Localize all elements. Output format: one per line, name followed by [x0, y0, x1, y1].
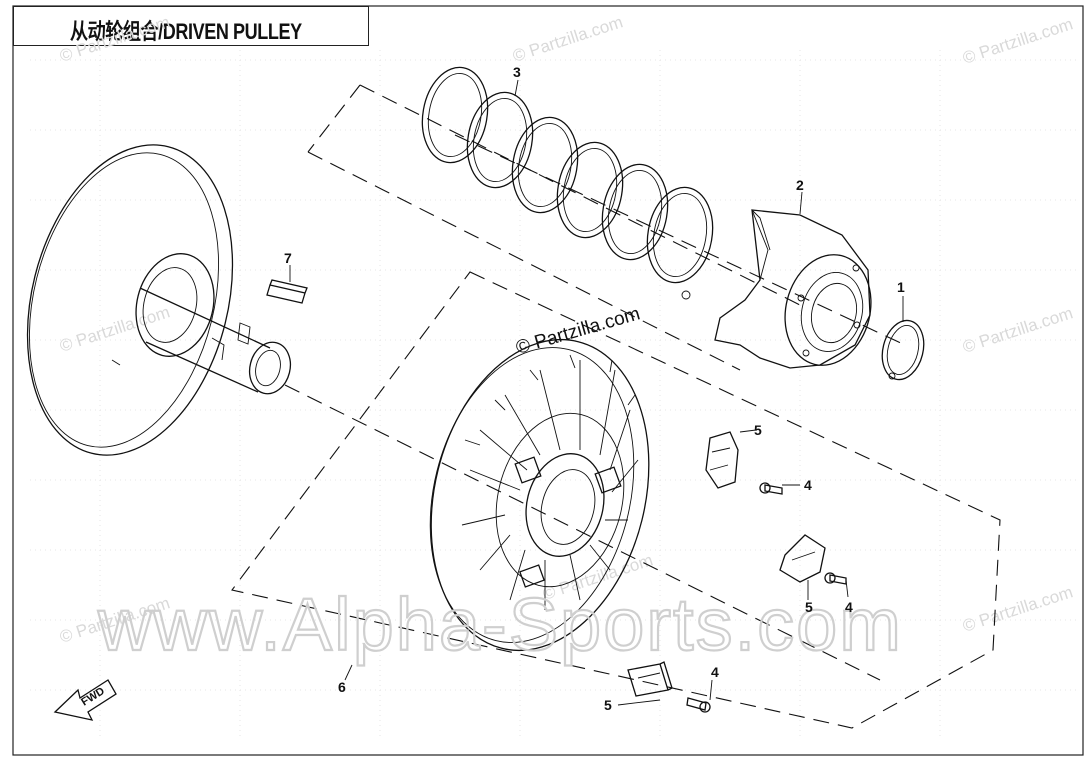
- callout-2: 2: [796, 177, 804, 193]
- screw-part-4-lower: [686, 697, 711, 713]
- callout-4-middle: 4: [845, 599, 853, 615]
- watermark-small-5: © Partzilla.com: [960, 303, 1075, 356]
- fwd-label: FWD: [79, 685, 107, 708]
- spring-part-3: [421, 66, 714, 300]
- movable-sheave-part-6: [429, 338, 650, 652]
- callout-5-lower: 5: [604, 697, 612, 713]
- assembly-outline-6: [231, 271, 1001, 729]
- screw-part-4-upper: [759, 482, 783, 495]
- slider-part-5-middle: [779, 534, 826, 583]
- circlip-part-1: [881, 319, 925, 381]
- callout-5-middle: 5: [805, 599, 813, 615]
- diagram-frame: [12, 5, 1084, 756]
- callout-6: 6: [338, 679, 346, 695]
- key-part-7: [266, 279, 308, 304]
- callout-4-upper: 4: [804, 477, 812, 493]
- watermark-main: www.Alpha-Sports.com: [97, 583, 903, 666]
- screw-part-4-middle: [824, 572, 847, 585]
- callout-7: 7: [284, 250, 292, 266]
- fixed-sheave: [26, 144, 292, 456]
- title-box: 从动轮组合/DRIVEN PULLEY: [13, 6, 369, 46]
- fwd-arrow-icon: FWD: [53, 679, 117, 721]
- callout-4-lower: 4: [711, 664, 719, 680]
- watermark-small-1: © Partzilla.com: [510, 12, 625, 65]
- diagram-title: 从动轮组合/DRIVEN PULLEY: [70, 19, 302, 44]
- leader-lines: [289, 79, 904, 706]
- slider-part-5-upper: [705, 431, 739, 489]
- spring-seat-part-2: [714, 209, 872, 369]
- watermark-small-3: © Partzilla.com: [57, 12, 172, 65]
- callout-1: 1: [897, 279, 905, 295]
- watermark-small-7: © Partzilla.com: [960, 582, 1075, 635]
- slider-part-5-lower: [627, 661, 673, 697]
- callout-5-upper: 5: [754, 422, 762, 438]
- axis-line-upper: [454, 134, 906, 346]
- axis-line-main: [284, 384, 881, 681]
- watermark-small-2: © Partzilla.com: [960, 14, 1075, 67]
- watermark-small-4: © Partzilla.com: [57, 302, 172, 355]
- watermark-center: © Partzilla.com: [514, 303, 643, 358]
- assembly-outline-spring: [307, 84, 801, 371]
- callout-3: 3: [513, 64, 521, 80]
